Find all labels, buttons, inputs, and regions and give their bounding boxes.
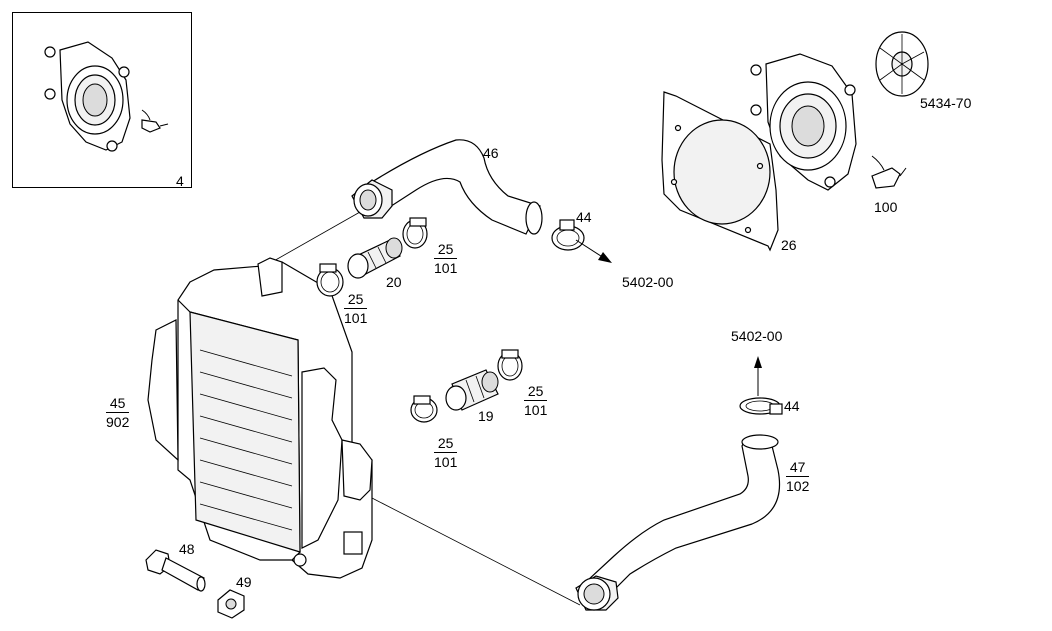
inset-frame — [12, 12, 192, 188]
leader-lines — [271, 211, 581, 606]
inset-sensor — [141, 109, 169, 133]
bolt — [145, 549, 206, 592]
lower-ref-arrow — [754, 356, 762, 396]
bearing-housing — [750, 53, 857, 191]
ref-lower-label: 5402-00 — [731, 328, 783, 344]
nut — [217, 589, 245, 619]
intercooler-callout: 45 902 — [106, 395, 130, 430]
lower-clamp — [739, 397, 783, 415]
clamp-d-callout: 25 101 — [434, 435, 458, 470]
clamp-b-callout: 25 101 — [344, 291, 368, 326]
sleeve-lower-label: 19 — [478, 408, 494, 424]
clamp-lower-label: 44 — [784, 398, 800, 414]
upper-ref-arrow — [575, 239, 612, 263]
sensor — [871, 155, 907, 189]
hose-lower-callout: 47 102 — [786, 459, 810, 494]
intercooler — [147, 257, 373, 579]
lower-clamp-right — [497, 349, 523, 381]
upper-hose — [351, 139, 543, 235]
bolt-label: 48 — [179, 541, 195, 557]
sleeve-upper-label: 20 — [386, 274, 402, 290]
hose-lower-part-number: 47 — [786, 459, 810, 477]
inset-ref-label: 4 — [176, 173, 184, 189]
upper-sleeve — [347, 237, 403, 279]
clamp-a-callout: 25 101 — [434, 241, 458, 276]
fan — [875, 31, 929, 97]
intercooler-group-number: 902 — [106, 414, 130, 430]
clamp-b-group-number: 101 — [344, 310, 368, 326]
upper-clamp-small — [402, 217, 428, 249]
fan-shroud — [661, 91, 779, 252]
clamp-c-group-number: 101 — [524, 402, 548, 418]
hose-upper-label: 46 — [483, 145, 499, 161]
clamp-c-callout: 25 101 — [524, 383, 548, 418]
lower-sleeve — [445, 369, 499, 411]
upper-clamp — [551, 219, 585, 251]
clamp-a-part-number: 25 — [434, 241, 458, 259]
fan-label: 5434-70 — [920, 95, 972, 111]
intercooler-part-number: 45 — [106, 395, 130, 413]
clamp-c-part-number: 25 — [524, 383, 548, 401]
upper-clamp-left — [316, 263, 344, 297]
clamp-d-group-number: 101 — [434, 454, 458, 470]
lower-clamp-left — [410, 395, 438, 423]
clamp-upper-label: 44 — [576, 209, 592, 225]
clamp-b-part-number: 25 — [344, 291, 368, 309]
shroud-label: 26 — [781, 237, 797, 253]
ref-upper-label: 5402-00 — [622, 274, 674, 290]
lower-hose — [575, 434, 781, 611]
clamp-d-part-number: 25 — [434, 435, 458, 453]
clamp-a-group-number: 101 — [434, 260, 458, 276]
hose-lower-group-number: 102 — [786, 478, 810, 494]
sensor-label: 100 — [874, 199, 898, 215]
inset-bearing-housing — [44, 41, 131, 152]
nut-label: 49 — [236, 574, 252, 590]
